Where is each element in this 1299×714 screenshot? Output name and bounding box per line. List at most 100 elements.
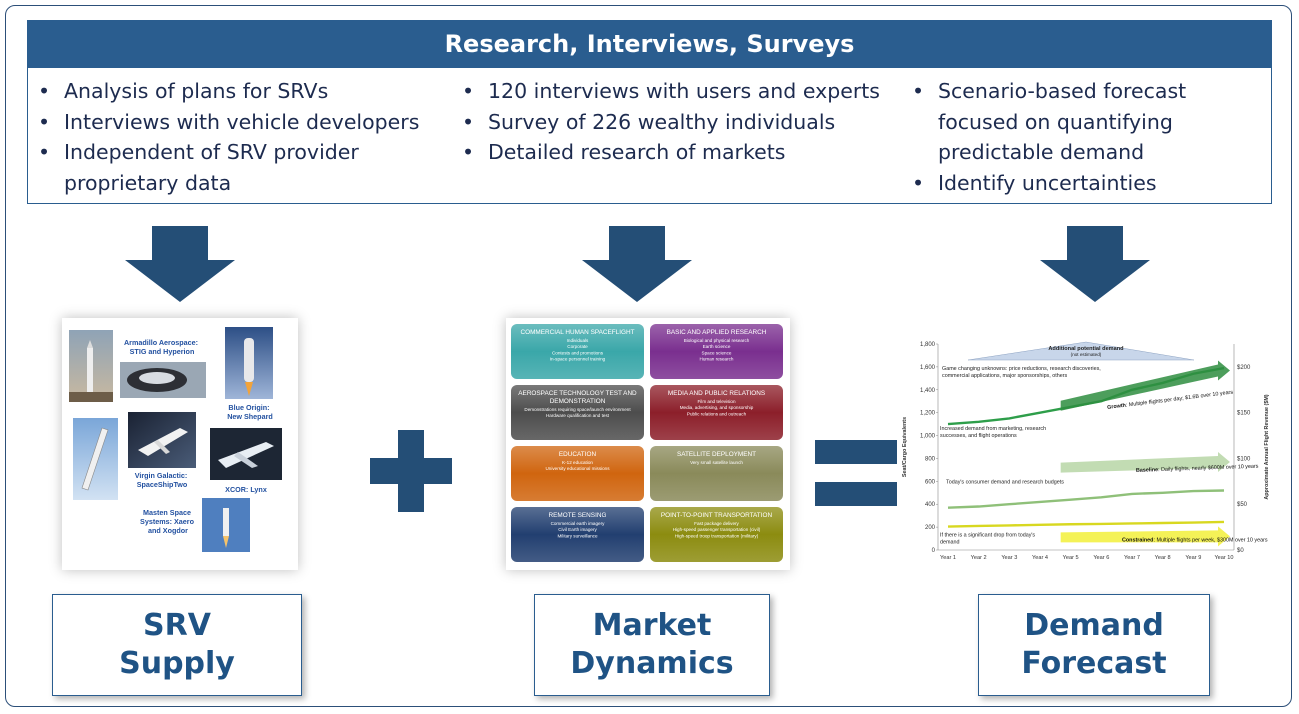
x-tick-label: Year 9 (1185, 555, 1201, 561)
market-cell (511, 446, 644, 501)
growth-arrow (1060, 360, 1230, 411)
market-item: Biological and physical research (684, 338, 750, 343)
bullet-item: Survey of 226 wealthy individuals (454, 107, 894, 138)
market-title: POINT-TO-POINT TRANSPORTATION (661, 512, 773, 519)
svg-text:Virgin Galactic: SpaceSh: Virgin Galactic: SpaceShipTwo (135, 471, 190, 489)
market-item: Civil Earth imagery (558, 527, 597, 532)
bullet-item: Independent of SRV provider proprietary … (30, 137, 440, 198)
market-title: REMOTE SENSING (549, 512, 607, 519)
y-tick-label: 800 (925, 456, 936, 462)
market-item: Film and television (697, 399, 735, 404)
y-tick-label: 600 (925, 479, 936, 485)
label-line: Forecast (1021, 646, 1167, 681)
market-title: BASIC AND APPLIED RESEARCH (667, 329, 767, 336)
label-line: Supply (119, 646, 235, 681)
caption-xcor: XCOR: Lynx (225, 485, 267, 494)
y2-tick-label: $150 (1237, 411, 1251, 417)
additional-demand-title: Additional potential demand (1048, 346, 1124, 352)
svg-text:Blue Origin: New Shepard: Blue Origin: New Shepard (227, 403, 273, 421)
market-cell (511, 507, 644, 562)
annotation-drop: demand (940, 539, 959, 545)
label-line: Market (592, 608, 712, 643)
label-line: SRV (143, 608, 211, 643)
market-item: High-speed troop transportation (militar… (675, 533, 759, 538)
x-tick-label: Year 10 (1214, 555, 1233, 561)
market-item: Human research (700, 357, 734, 362)
y-tick-label: 1,400 (920, 388, 936, 394)
spaceship-photo-spaceshiptwo (128, 412, 196, 468)
bullets-column-supply: Analysis of plans for SRVs Interviews wi… (30, 76, 440, 198)
x-tick-label: Year 6 (1093, 555, 1109, 561)
banner-title: Research, Interviews, Surveys (444, 30, 855, 58)
baseline-label: Baseline: Daily flights, nearly $600M ov… (1136, 464, 1259, 474)
market-item: Earth science (703, 344, 731, 349)
annotation-increased: Increased demand from marketing, researc… (940, 426, 1046, 432)
x-tick-label: Year 7 (1124, 555, 1140, 561)
down-arrow-icon (582, 226, 692, 302)
vehicle-photo-xaero (73, 418, 118, 500)
equals-icon (815, 440, 897, 506)
rocket-photo-stig (69, 330, 113, 402)
label-srv-supply: SRV Supply (52, 594, 302, 696)
capsule-photo-hyperion (120, 362, 206, 398)
y2-tick-label: $100 (1237, 456, 1251, 462)
research-bullets-box: Analysis of plans for SRVs Interviews wi… (27, 68, 1272, 204)
annotation-drop: If there is a significant drop from toda… (940, 532, 1035, 538)
bullet-item: Scenario-based forecast focused on quant… (904, 76, 1264, 168)
constrained-label: Constrained: Multiple flights per week, … (1122, 538, 1268, 544)
caption-armadillo-line2: STIG and Hyperion (130, 347, 195, 356)
market-item: K-12 education (562, 460, 593, 465)
series-line (947, 520, 1225, 528)
caption-masten-line2: Systems: Xaero (140, 517, 195, 526)
market-item: Corporate (567, 344, 588, 349)
caption-armadillo-line1: Armadillo Aerospace: (124, 338, 198, 347)
x-tick-label: Year 4 (1032, 555, 1048, 561)
svg-text:Masten Space Systems: Xa: Masten Space Systems: Xaero and Xogdor (140, 508, 196, 535)
y2-tick-label: $200 (1237, 365, 1251, 371)
market-title: AEROSPACE TECHNOLOGY TEST AND (518, 390, 637, 397)
market-title: SATELLITE DEPLOYMENT (677, 451, 756, 458)
rocket-photo-xogdor (202, 498, 250, 552)
market-item: Hardware qualification and test (546, 413, 610, 418)
caption-virgin-line2: SpaceShipTwo (137, 480, 188, 489)
market-item: Individuals (567, 338, 589, 343)
market-item: Demonstrations requiring space/launch en… (524, 407, 631, 412)
x-tick-label: Year 1 (940, 555, 956, 561)
svg-text:Armadillo Aerospace: STI: Armadillo Aerospace: STIG and Hyperion (124, 338, 200, 356)
annotation-game-changing: commercial applications, major sponsorsh… (942, 373, 1068, 379)
market-title: EDUCATION (559, 451, 597, 458)
market-item: Media, advertising, and sponsorship (680, 405, 754, 410)
market-item: High-speed passenger transportation (civ… (673, 527, 761, 532)
x-tick-label: Year 2 (971, 555, 987, 561)
y-tick-label: 1,800 (920, 342, 936, 348)
y-tick-label: 200 (925, 525, 936, 531)
y-tick-label: 1,200 (920, 411, 936, 417)
constrained-arrow (1060, 526, 1230, 547)
market-item: Public relations and outreach (687, 411, 747, 416)
srv-supply-collage: Armadillo Aerospace: STIG and Hyperion B… (62, 318, 298, 570)
x-tick-label: Year 8 (1155, 555, 1171, 561)
bullets-column-demand: Scenario-based forecast focused on quant… (904, 76, 1264, 198)
market-title: MEDIA AND PUBLIC RELATIONS (668, 390, 765, 397)
label-line: Demand (1024, 608, 1164, 643)
baseline-arrow (1060, 452, 1230, 473)
label-line: Dynamics (570, 646, 734, 681)
annotation-game-changing: Game changing unknowns: price reductions… (942, 366, 1101, 372)
market-item: Fast package delivery (694, 521, 739, 526)
bullet-item: Detailed research of markets (454, 137, 894, 168)
additional-demand-shape (967, 341, 1195, 361)
market-item: Commercial earth imagery (551, 521, 606, 526)
x-tick-label: Year 5 (1063, 555, 1079, 561)
market-cell (511, 324, 644, 379)
caption-masten-line3: and Xogdor (148, 526, 188, 535)
market-item: Contests and promotions (552, 350, 604, 355)
market-item: Military surveillance (557, 533, 598, 538)
bullet-item: Analysis of plans for SRVs (30, 76, 440, 107)
y-tick-label: 400 (925, 502, 936, 508)
y-axis-label: Seat/Cargo Equivalents (902, 417, 908, 477)
market-cell (511, 385, 644, 440)
y-tick-label: 1,600 (920, 365, 936, 371)
x-tick-label: Year 3 (1001, 555, 1017, 561)
market-item: Very small satellite launch (690, 460, 743, 465)
